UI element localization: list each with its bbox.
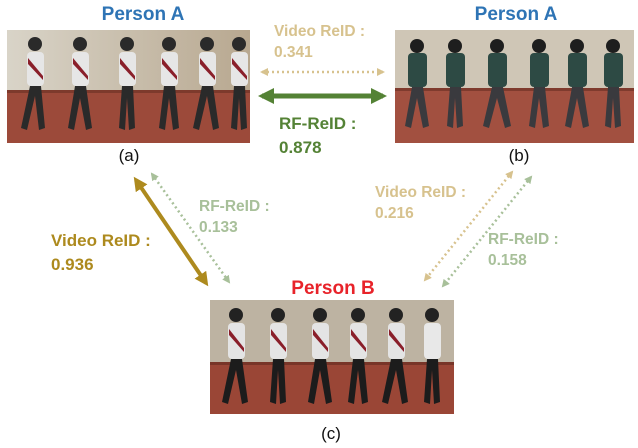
title-person-a-left: Person A xyxy=(101,4,185,25)
edge-ac-video-arrow xyxy=(133,176,209,287)
caption-c: (c) xyxy=(321,424,341,443)
edge-ab-rf-name: RF-ReID : xyxy=(279,114,357,133)
edge-ab-video-name: Video ReID : xyxy=(274,23,366,40)
edge-ac-rf-score: 0.133 xyxy=(199,219,238,236)
edge-ac-video-score: 0.936 xyxy=(51,255,94,274)
edge-ab-video-label: Video ReID : 0.341 xyxy=(274,21,365,63)
edge-ab-rf-score: 0.878 xyxy=(279,138,322,157)
edge-ac-video-name: Video ReID : xyxy=(51,231,151,250)
edge-bc-video-arrow xyxy=(423,170,514,282)
edge-ac-video-label: Video ReID : 0.936 xyxy=(51,229,151,277)
edge-ab-video-score: 0.341 xyxy=(274,44,313,61)
edge-ac-rf-name: RF-ReID : xyxy=(199,198,270,215)
walking-sequence-image xyxy=(395,30,634,143)
walking-sequence-image xyxy=(210,300,454,414)
walking-sequence-image xyxy=(7,30,250,143)
image-panel-c xyxy=(210,300,454,414)
title-person-a-right: Person A xyxy=(474,4,558,25)
image-panel-b xyxy=(395,30,634,143)
edge-bc-rf-arrow xyxy=(441,175,533,288)
edge-bc-rf-score: 0.158 xyxy=(488,252,527,269)
title-person-b: Person B xyxy=(291,278,375,299)
image-panel-a xyxy=(7,30,250,143)
edge-bc-rf-label: RF-ReID : 0.158 xyxy=(488,229,559,271)
caption-a: (a) xyxy=(118,146,140,165)
edge-bc-video-score: 0.216 xyxy=(375,205,414,222)
edge-ab-rf-label: RF-ReID : 0.878 xyxy=(279,112,356,160)
edge-bc-rf-name: RF-ReID : xyxy=(488,231,559,248)
edge-bc-video-name: Video ReID : xyxy=(375,184,467,201)
edge-ac-rf-label: RF-ReID : 0.133 xyxy=(199,196,270,238)
edge-bc-video-label: Video ReID : 0.216 xyxy=(375,182,466,224)
caption-b: (b) xyxy=(508,146,530,165)
